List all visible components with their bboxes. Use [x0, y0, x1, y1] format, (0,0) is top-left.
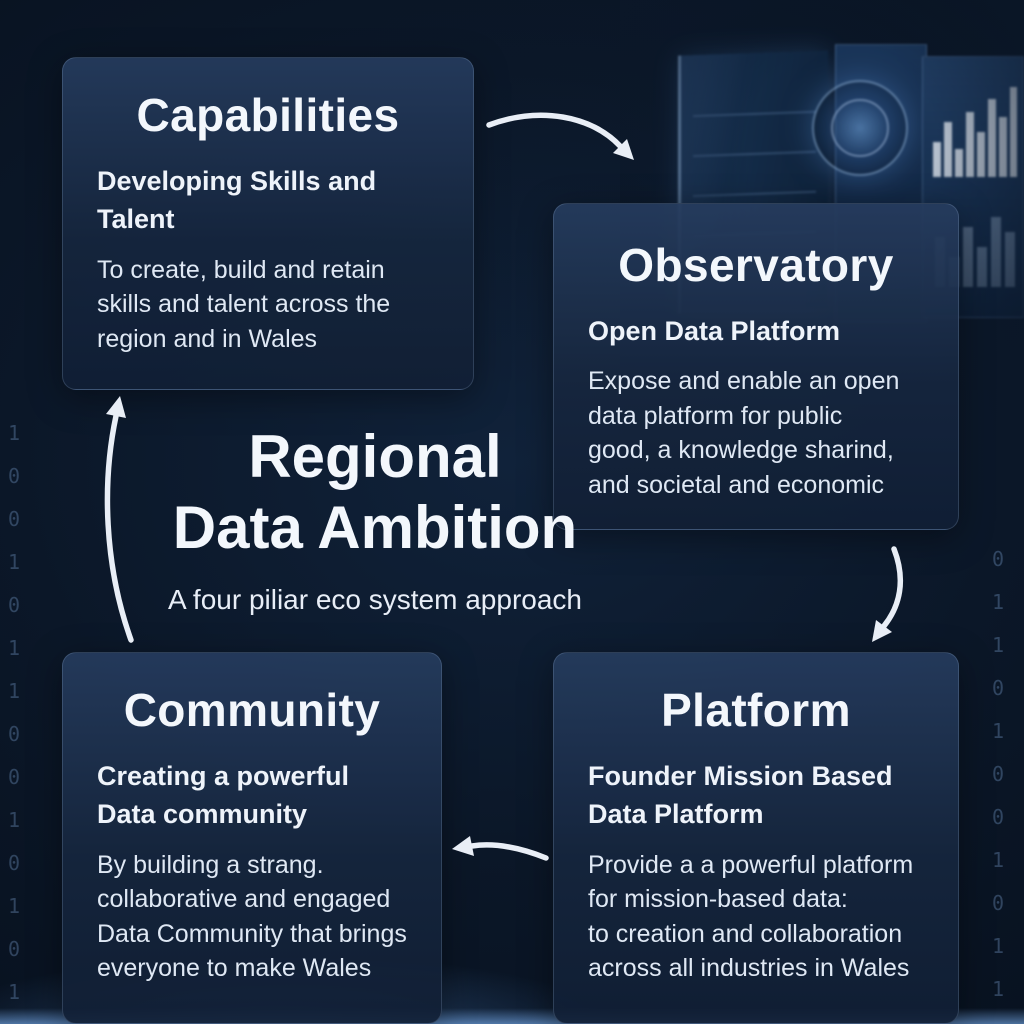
platform-title: Platform: [661, 684, 851, 736]
main-title-subtitle: A four piliar eco system approach: [168, 583, 582, 615]
observatory-body: Expose and enable an open data platform …: [588, 367, 900, 499]
community-body: By building a strang. collaborative and …: [97, 850, 407, 983]
observatory-title: Observatory: [618, 239, 894, 291]
binary-digits-left: 1 0 0 1 0 1 1 0 0 1 0 1 0 1: [8, 421, 21, 1004]
card-observatory: Observatory Open Data Platform Expose an…: [553, 203, 959, 530]
card-capabilities: Capabilities Developing Skills and Talen…: [62, 57, 474, 390]
community-title: Community: [123, 684, 381, 736]
main-title-line1: Regional: [248, 423, 502, 490]
capabilities-body: To create, build and retain skills and t…: [97, 255, 391, 353]
community-subtitle: Creating a powerful Data community: [97, 761, 350, 830]
capabilities-subtitle: Developing Skills and Talent: [97, 166, 377, 235]
binary-digits-right: 0 1 1 0 1 0 0 1 0 1 1: [992, 547, 1005, 1001]
capabilities-title: Capabilities: [136, 89, 400, 141]
platform-body: Provide a a powerful platform for missio…: [588, 850, 914, 983]
main-title-line2: Data Ambition: [172, 493, 578, 561]
card-platform: Platform Founder Mission Based Data Plat…: [553, 652, 959, 1024]
main-title: Regional Data Ambition A four piliar eco…: [85, 422, 665, 616]
platform-subtitle: Founder Mission Based Data Platform: [588, 761, 893, 830]
observatory-subtitle: Open Data Platform: [588, 316, 841, 346]
card-community: Community Creating a powerful Data commu…: [62, 652, 442, 1024]
